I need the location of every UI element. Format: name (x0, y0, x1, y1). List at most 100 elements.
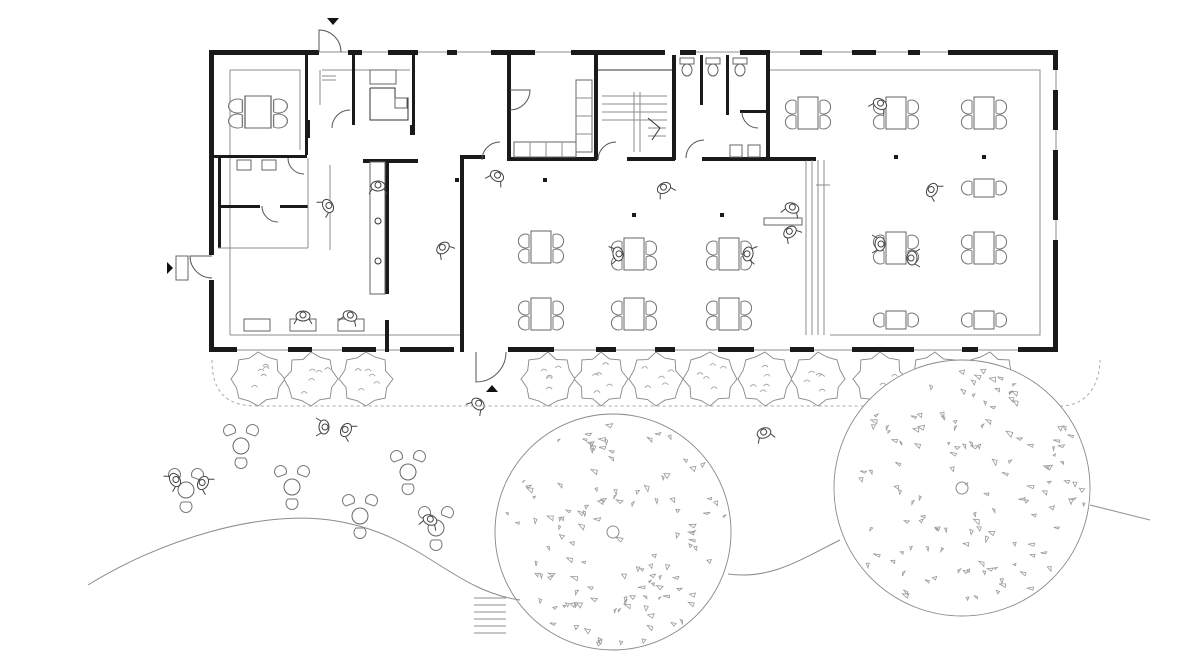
leaf-mark (671, 575, 680, 580)
leaf-mark (682, 458, 689, 464)
leaf-mark (650, 582, 655, 587)
leaf-mark (662, 594, 671, 599)
leaf-mark (803, 379, 811, 383)
leaf-mark (639, 568, 645, 572)
leaf-mark (902, 570, 906, 577)
leaf-mark (696, 372, 704, 375)
leaf-mark (1062, 425, 1067, 432)
leaf-mark (606, 383, 613, 387)
leaf-mark (308, 378, 315, 381)
leaf-mark (580, 560, 587, 565)
leaf-mark (594, 486, 598, 493)
leaf-mark (558, 534, 566, 540)
front-hedge-line (211, 359, 1101, 407)
leaf-mark (663, 473, 671, 480)
leaf-mark (916, 424, 926, 431)
leaf-mark (873, 413, 880, 418)
leaf-mark (916, 412, 923, 419)
leaf-mark (538, 598, 543, 605)
tree-icon (283, 351, 339, 407)
leaf-mark (646, 436, 653, 444)
leaf-mark (1012, 383, 1017, 387)
leaf-mark (1026, 443, 1034, 448)
leaf-mark (635, 566, 641, 573)
leaf-mark (608, 450, 615, 454)
leaf-mark (692, 545, 698, 552)
crosswalk-stripes (474, 597, 506, 634)
leaf-mark (998, 583, 1007, 588)
leaf-mark (538, 572, 543, 580)
leaf-mark (993, 387, 1000, 393)
leaf-mark (759, 389, 767, 393)
tree-icon (682, 351, 738, 407)
leaf-mark (687, 601, 695, 608)
leaf-mark (959, 388, 967, 396)
leaf-mark (373, 381, 381, 384)
leaf-mark (706, 558, 713, 565)
leaf-mark (985, 567, 994, 572)
leaf-mark (1008, 397, 1014, 403)
leaf-mark (599, 497, 608, 504)
leaf-mark (614, 536, 624, 543)
leaf-mark (1008, 391, 1013, 396)
leaf-mark (1027, 542, 1036, 547)
leaf-mark (899, 551, 905, 555)
leaf-mark (947, 442, 951, 446)
leaf-mark (560, 516, 565, 522)
leaf-mark (966, 568, 971, 574)
leaf-mark (1010, 390, 1019, 397)
leaf-mark (989, 406, 997, 410)
leaf-mark (604, 423, 614, 429)
tree-texture (505, 368, 1086, 647)
leaf-mark (1030, 513, 1037, 518)
leaf-mark (1052, 439, 1061, 444)
leaf-mark (590, 447, 594, 455)
doors (175, 29, 759, 383)
leaf-mark (655, 584, 664, 591)
leaf-mark (574, 589, 580, 597)
leaf-mark (995, 589, 1001, 595)
leaf-mark (589, 597, 599, 603)
leaf-mark (953, 446, 961, 450)
leaf-mark (879, 382, 887, 386)
leaf-mark (1067, 434, 1075, 439)
leaf-mark (522, 479, 526, 483)
office-table (227, 95, 289, 129)
leaf-mark (818, 374, 826, 377)
leaf-mark (614, 499, 624, 504)
leaf-mark (1012, 400, 1019, 408)
leaf-mark (1012, 541, 1017, 547)
leaf-mark (368, 373, 376, 377)
leaf-mark (534, 572, 539, 578)
leaf-mark (953, 424, 958, 431)
leaf-mark (924, 579, 931, 584)
leaf-mark (1063, 479, 1071, 485)
leaf-mark (623, 596, 628, 603)
leaf-mark (564, 602, 570, 608)
structural-columns (455, 155, 986, 217)
leaf-mark (1072, 481, 1078, 488)
leaf-mark (971, 393, 976, 398)
leaf-mark (661, 382, 669, 386)
leaf-mark (1019, 571, 1027, 577)
leaf-mark (940, 415, 946, 421)
exterior-walls (209, 50, 1058, 352)
leaf-mark (569, 602, 576, 608)
leaf-mark (925, 545, 930, 553)
leaf-mark (703, 376, 710, 379)
leaf-mark (1018, 497, 1027, 501)
leaf-mark (598, 446, 607, 451)
leaf-mark (1025, 484, 1035, 490)
leaf-mark (984, 419, 992, 426)
leaf-mark (540, 368, 548, 372)
leaf-mark (574, 602, 579, 608)
tree-icon (790, 351, 846, 407)
leaf-mark (889, 559, 896, 565)
leaf-mark (977, 443, 982, 451)
leaf-mark (868, 469, 873, 476)
leaf-mark (901, 593, 910, 599)
leaf-mark (589, 468, 598, 476)
leaf-mark (532, 495, 537, 500)
leaf-mark (1070, 497, 1078, 501)
leaf-mark (895, 461, 902, 467)
